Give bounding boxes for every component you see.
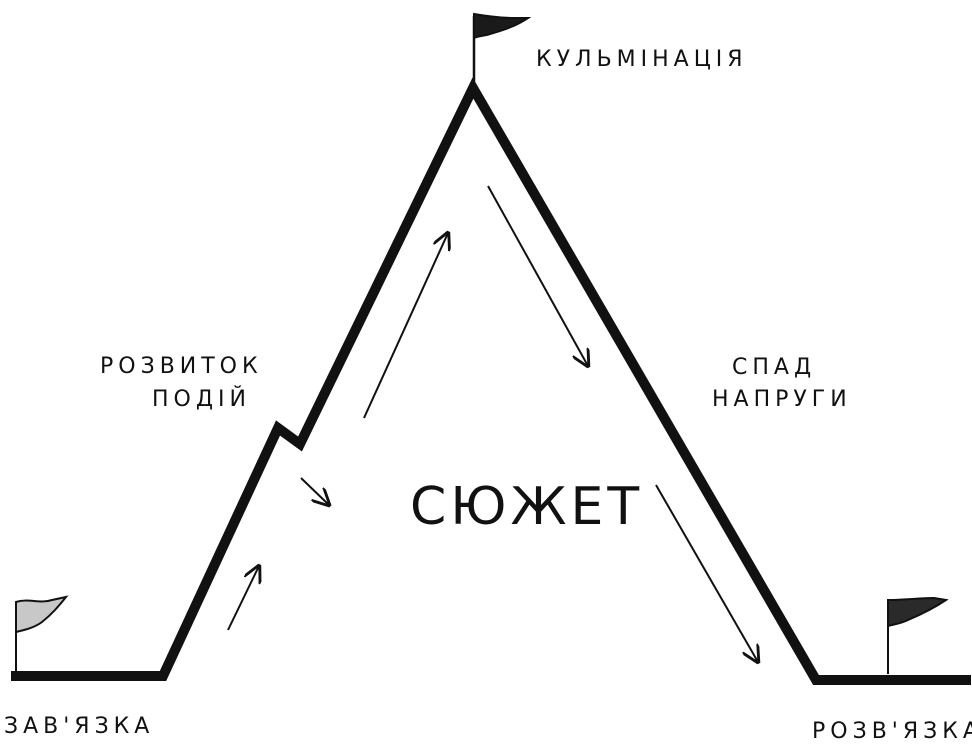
start-flag-icon — [15, 595, 69, 672]
arrow-icon — [300, 477, 329, 505]
plot-title: СЮЖЕТ — [410, 477, 643, 537]
exposition-label: ЗАВ'ЯЗКА — [4, 714, 154, 739]
rising-action-label-line2: ПОДІЙ — [152, 386, 251, 412]
rising-action-label-line1: РОЗВИТОК — [100, 354, 263, 379]
arrow-icon — [227, 566, 259, 631]
summit-flag-icon — [472, 12, 532, 84]
resolution-label: РОЗВ'ЯЗКА — [812, 719, 972, 744]
arrow-icon — [363, 233, 448, 419]
arrow-icon — [655, 484, 758, 662]
falling-action-label-line2: НАПРУГИ — [712, 387, 852, 412]
plot-line — [11, 77, 971, 685]
falling-action-label-line1: СПАД — [732, 355, 816, 380]
arrow-icon — [487, 185, 588, 366]
climax-label: КУЛЬМІНАЦІЯ — [536, 47, 748, 72]
end-flag-icon — [887, 596, 949, 674]
